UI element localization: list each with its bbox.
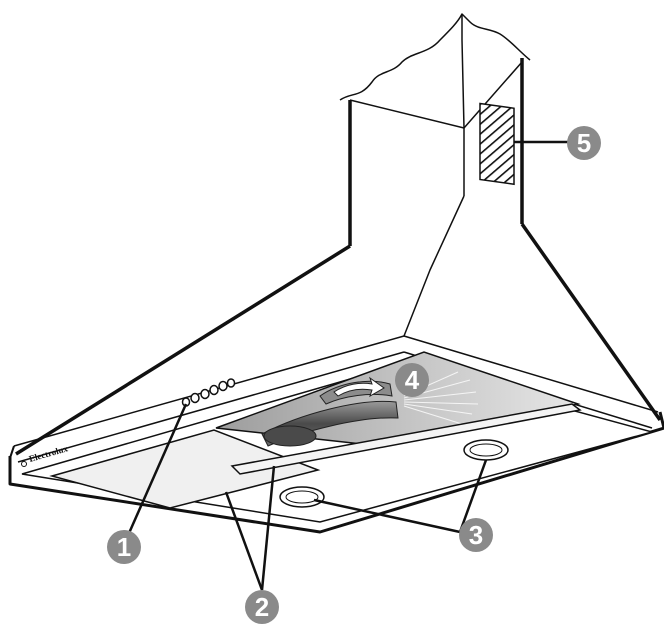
chimney-top-line (349, 61, 523, 129)
brand-logo-text: Electrolux (28, 443, 70, 464)
callout-4: 4 (395, 363, 429, 397)
svg-text:3: 3 (469, 520, 483, 550)
hood-bottom-outline (8, 411, 664, 534)
svg-text:4: 4 (405, 365, 420, 395)
chimney-back-edge (461, 14, 465, 129)
leader-line-1 (124, 403, 188, 541)
control-button (200, 388, 210, 400)
canopy-left-slope (15, 244, 351, 456)
canopy-front-corner (403, 195, 465, 337)
control-button (209, 384, 219, 396)
fan-arrow-icon (333, 376, 385, 398)
canopy-band-right (403, 335, 659, 413)
svg-text:5: 5 (577, 128, 591, 158)
control-button (190, 392, 200, 404)
callout-5: 5 (567, 126, 601, 160)
control-button (218, 380, 228, 392)
callout-1: 1 (107, 530, 141, 564)
leader-line-3b (458, 459, 488, 533)
control-panel (181, 378, 236, 407)
svg-text:1: 1 (117, 532, 131, 562)
light-right-inner (469, 443, 503, 457)
canopy-band-front-low (17, 351, 405, 463)
grease-filter-left (49, 429, 321, 509)
canopy-right-slope (520, 222, 662, 422)
leader-line-2b (260, 465, 276, 591)
canopy-band-front (13, 335, 405, 447)
grease-filter-right (230, 403, 582, 475)
light-left-inner (285, 490, 319, 504)
leader-line-2a (224, 491, 264, 591)
leader-line-3a (313, 498, 461, 534)
vent-grille (479, 102, 515, 186)
fan-motor (261, 376, 399, 447)
control-button (226, 378, 236, 388)
brand-logo-icon (21, 461, 27, 467)
callout-3: 3 (459, 518, 493, 552)
leader-lines (124, 140, 568, 591)
svg-text:2: 2 (255, 592, 269, 622)
callout-2: 2 (245, 590, 279, 624)
chimney-torn-edge (339, 13, 531, 101)
